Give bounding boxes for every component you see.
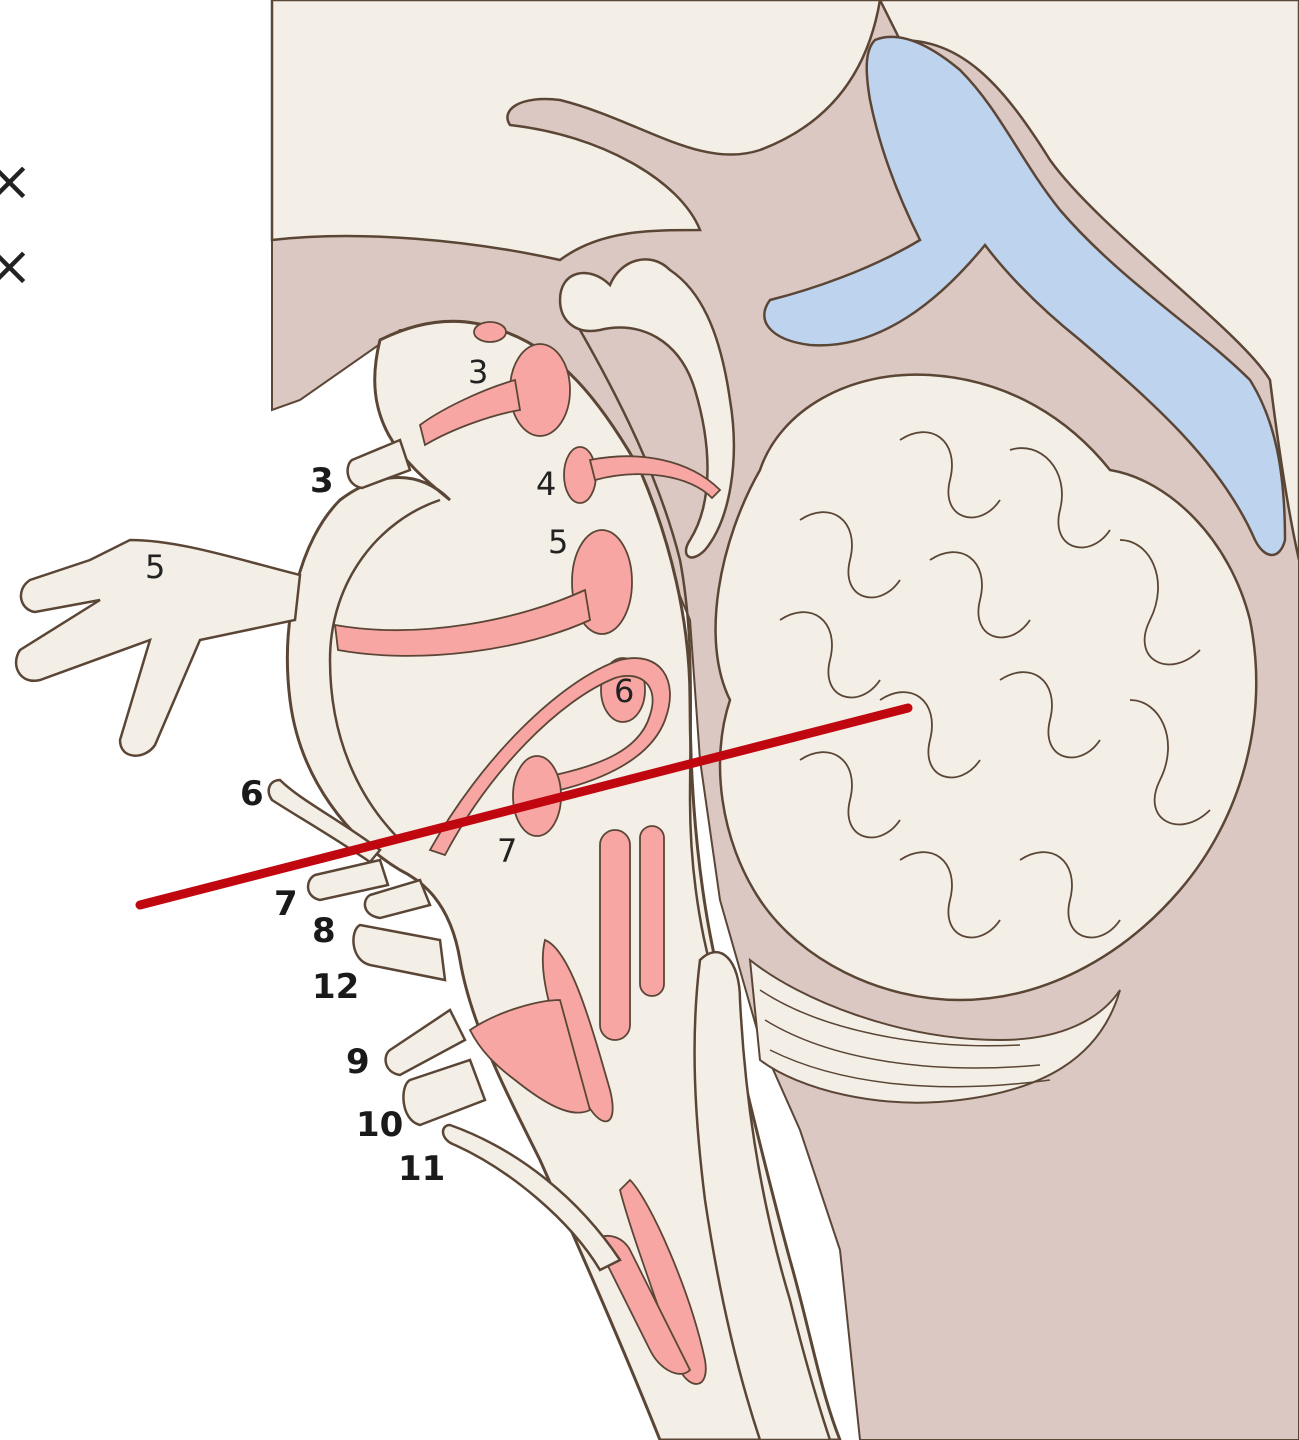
nerve-10-root	[403, 1060, 485, 1125]
label-nucleus-7: 7	[497, 832, 517, 870]
label-nerve-3: 3	[310, 461, 334, 501]
label-nerve-10: 10	[356, 1105, 403, 1145]
nucleus-4	[564, 447, 596, 503]
nucleus-solitarius	[640, 826, 664, 996]
label-nucleus-3: 3	[468, 353, 488, 391]
nerve-12-root	[353, 925, 445, 980]
label-nerve-12: 12	[312, 967, 359, 1007]
nucleus-ambiguus	[600, 830, 630, 1040]
label-nucleus-4: 4	[536, 465, 556, 503]
label-nucleus-6: 6	[614, 672, 634, 710]
label-nerve-9: 9	[346, 1042, 370, 1082]
nucleus-3-small	[474, 322, 506, 342]
edge-glyph-top: ×	[0, 149, 33, 214]
label-nerve-5: 5	[145, 548, 165, 586]
label-nucleus-5: 5	[548, 523, 568, 561]
label-nerve-8: 8	[312, 911, 336, 951]
edge-glyph-bottom: ×	[0, 234, 33, 299]
label-nerve-6: 6	[240, 774, 264, 814]
label-nerve-11: 11	[398, 1149, 445, 1189]
nucleus-3	[510, 344, 570, 436]
label-nerve-7: 7	[274, 884, 298, 924]
